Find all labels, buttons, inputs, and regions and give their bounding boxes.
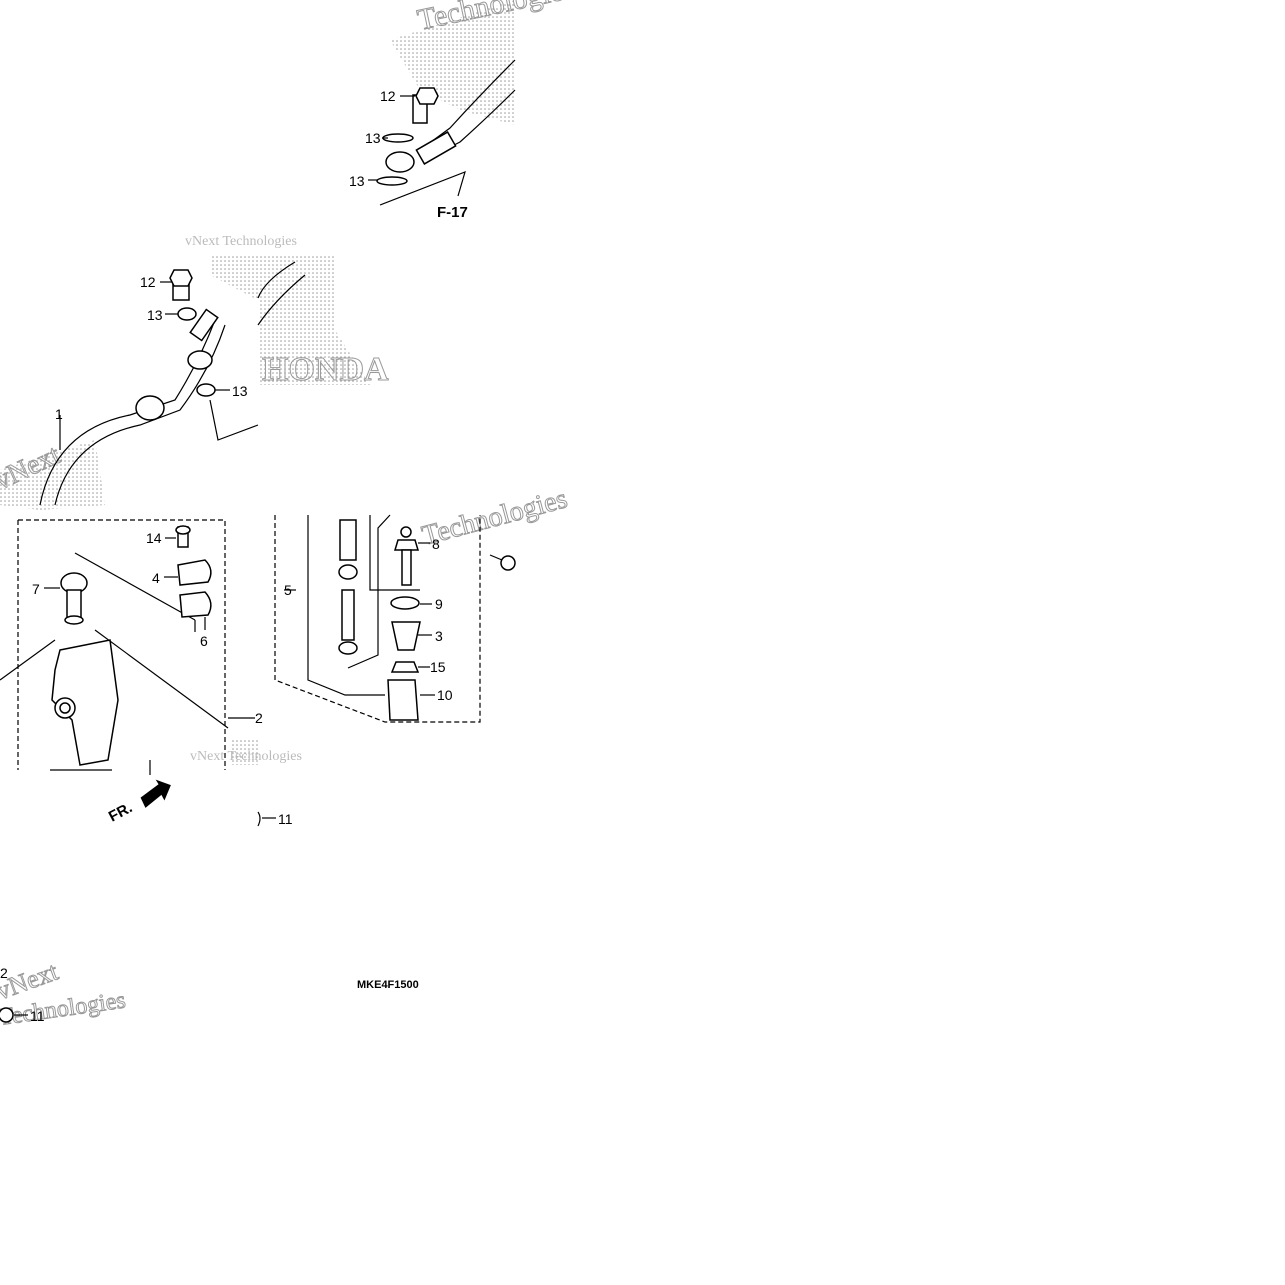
front-marker-label: FR. (106, 799, 135, 825)
diagram-code: MKE4F1500 (357, 979, 419, 991)
watermark-technologies-right: Technologies (419, 483, 571, 551)
callout-7: 7 (32, 581, 40, 597)
callout-11-lower: 11 (30, 1008, 45, 1024)
callout-14: 14 (146, 530, 162, 546)
watermark-vnext-tech-bottom: vNext Technologies (190, 749, 302, 764)
callout-3: 3 (435, 628, 443, 644)
callout-6: 6 (200, 633, 208, 649)
callout-15: 15 (430, 659, 446, 675)
bolt-11-connector (257, 811, 261, 827)
main-hose-assembly (39, 261, 306, 506)
push-rod-group (274, 514, 516, 723)
callout-13-top-a: 13 (365, 130, 381, 146)
watermark-vnext-tech-mid: vNext Technologies (185, 234, 297, 249)
reference-f17: F-17 (437, 204, 468, 221)
master-cylinder-group (0, 519, 255, 775)
callout-2-mid: 2 (255, 710, 263, 726)
callout-12-mid: 12 (140, 274, 156, 290)
callout-13-mid-a: 13 (147, 307, 163, 323)
callout-2-lower: 2 (0, 965, 8, 981)
front-direction-arrow: FR. (106, 779, 171, 826)
callout-8: 8 (432, 536, 440, 552)
callout-13-top-b: 13 (349, 173, 365, 189)
upper-hose-assembly (368, 59, 516, 206)
callout-5: 5 (284, 582, 292, 598)
callout-13-mid-b: 13 (232, 383, 248, 399)
callout-11-mid: 11 (278, 811, 293, 827)
callout-labels: 12 13 13 12 13 13 1 14 4 7 6 5 8 9 3 15 … (0, 88, 453, 1024)
watermark-texts: Technologies vNext Technologies HONDA vN… (0, 0, 578, 1031)
bolt-11-lower (0, 1007, 14, 1023)
callout-1: 1 (55, 406, 63, 422)
callout-10: 10 (437, 687, 453, 703)
watermark-brand: HONDA (262, 351, 389, 388)
callout-12-top: 12 (380, 88, 396, 104)
callout-4: 4 (152, 570, 160, 586)
callout-9: 9 (435, 596, 443, 612)
